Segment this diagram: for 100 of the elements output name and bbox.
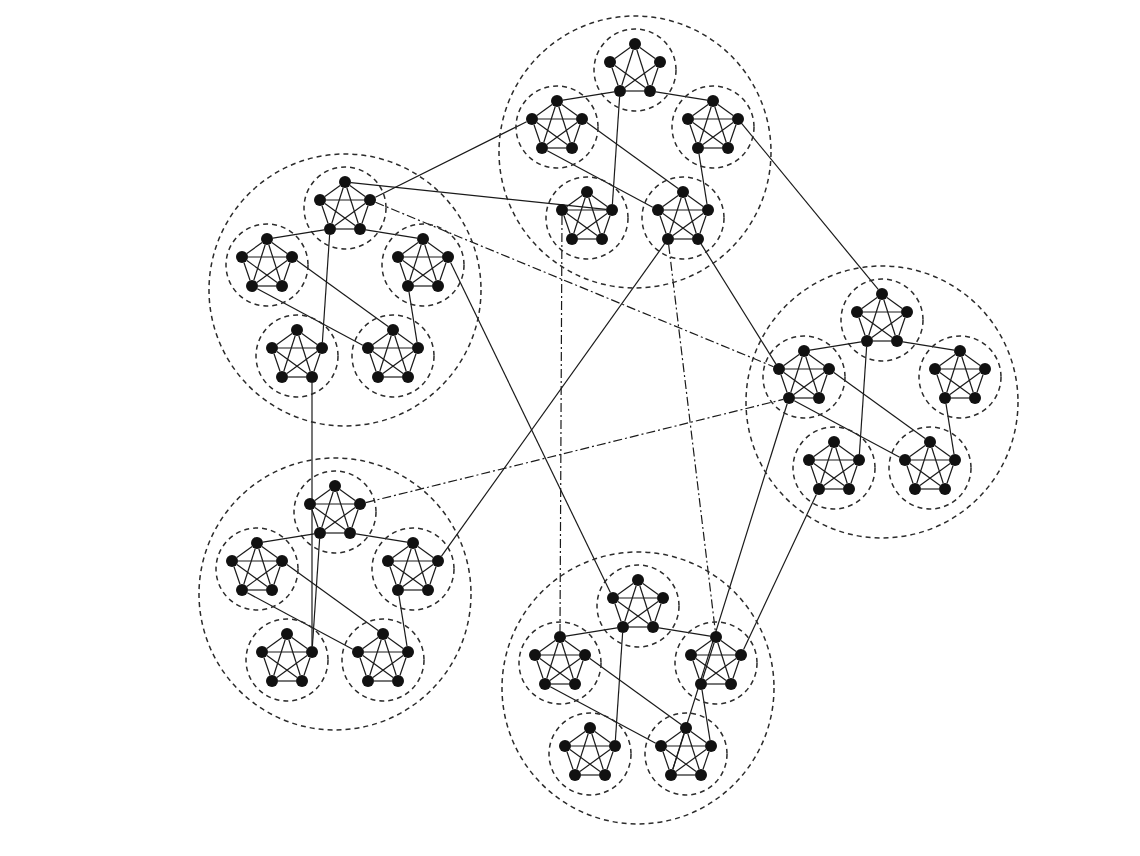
vertex-dot [783,392,795,404]
connector-line [699,215,707,234]
vertex-dot [402,371,414,383]
connector-line [570,745,610,747]
connector-line [717,103,734,117]
vertex-dot [853,454,865,466]
connector-line [277,680,297,682]
vertex-dot [599,769,611,781]
vertex-dot [685,649,697,661]
dashed-subcluster-circle [918,335,1002,419]
connector-line [809,341,862,351]
connector-line [559,215,563,632]
connector-line [675,748,707,773]
vertex-dot [261,233,273,245]
vertex-dot [304,498,316,510]
connector-line [389,566,397,585]
connector-line [662,751,670,770]
connector-line [362,636,379,650]
dashed-subcluster-circle [255,314,339,398]
connector-line [286,563,379,632]
vertex-dot [949,454,961,466]
connector-line [273,353,281,372]
vertex-dot [352,646,364,658]
dashed-subcluster-circle [593,28,677,112]
vertex-dot [432,555,444,567]
vertex-dot [339,176,351,188]
connector-line [589,657,682,726]
connector-line [334,202,366,227]
connector-line [810,465,818,484]
vertex-dot [851,306,863,318]
connector-line [549,657,581,682]
connector-line [668,244,716,632]
connector-line [628,626,648,628]
connector-line [267,651,307,653]
connector-line [261,545,278,559]
vertex-dot [901,306,913,318]
connector-line [271,241,288,255]
connector-line [403,256,443,258]
vertex-dot [281,628,293,640]
connector-line [909,444,926,458]
connector-line [665,730,682,744]
connector-line [611,96,621,205]
connector-line [296,259,389,328]
connector-line [429,566,437,585]
vertex-dot [632,574,644,586]
vertex-dot [236,584,248,596]
dashed-subcluster-circle [792,426,876,510]
vertex-dot [606,204,618,216]
connector-line [939,353,956,367]
vertex-dot [417,233,429,245]
vertex-dot [354,223,366,235]
vertex-dot [236,251,248,263]
connector-line [611,67,619,86]
connector-line [256,259,288,284]
connector-line [898,317,906,336]
vertex-dot [246,280,258,292]
connector-line [654,603,662,622]
vertex-dot [316,342,328,354]
connector-line [672,403,788,770]
connector-line [624,585,637,622]
connector-line [820,374,828,393]
connector-line [703,147,723,149]
connector-line [546,150,654,208]
connector-line [273,639,286,676]
connector-line [566,751,574,770]
connector-line [614,64,646,89]
connector-line [369,639,382,676]
connector-line [868,299,881,336]
dashed-subcluster-circle [215,527,299,611]
dashed-subcluster-circle [303,166,387,250]
dashed-subcluster-circle [644,712,728,796]
connector-line [662,212,694,237]
connector-line [666,745,706,747]
connector-line [325,532,345,534]
connector-line [246,241,263,255]
connector-line [363,651,403,653]
connector-line [233,566,241,585]
vertex-dot [644,85,656,97]
vertex-dot [364,194,376,206]
connector-line [577,238,597,240]
vertex-dot [392,251,404,263]
connector-line [579,748,611,773]
connector-line [374,201,775,368]
connector-line [916,447,929,484]
dashed-subcluster-circle [545,176,629,260]
connector-line [374,121,528,198]
dashed-subcluster-circle [671,85,755,169]
vertex-dot [617,621,629,633]
connector-line [606,751,614,770]
vertex-dot [576,113,588,125]
connector-line [536,103,553,117]
connector-line [439,262,447,281]
connector-line [258,548,271,585]
vertex-dot [276,280,288,292]
connector-line [392,545,409,559]
connector-line [247,256,287,258]
connector-line [949,371,981,396]
vertex-dot [773,363,785,375]
connector-line [379,335,392,372]
dashed-subcluster-circle [518,621,602,705]
